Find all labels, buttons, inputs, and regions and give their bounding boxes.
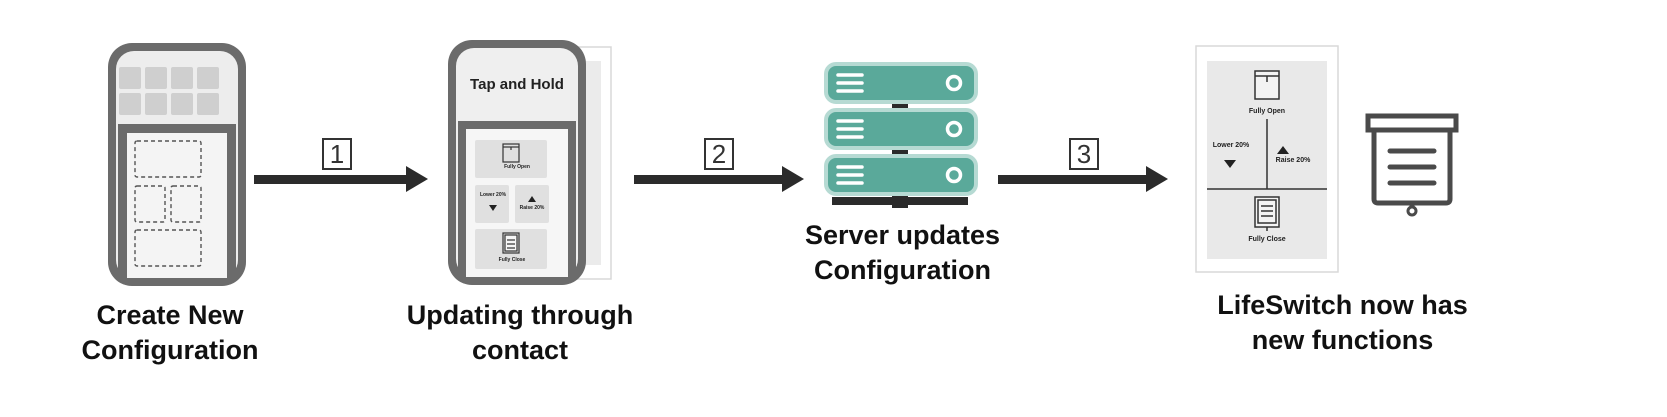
arrow-head-icon (1146, 166, 1168, 192)
server-icon (824, 62, 978, 208)
phone2-lower-label: Lower 20% (479, 192, 507, 198)
arrow-right-icon (254, 175, 410, 184)
step3-caption: Server updates Configuration (790, 218, 1015, 288)
panel-lower-label: Lower 20% (1212, 142, 1250, 149)
lifeswitch-panel-illustration (1195, 45, 1339, 273)
step4-caption-line2: new functions (1251, 325, 1434, 355)
arrow-head-icon (782, 166, 804, 192)
phone2-fully-open-label: Fully Open (504, 164, 530, 170)
step4-caption-line1: LifeSwitch now has (1217, 290, 1468, 320)
panel-fully-close-label: Fully Close (1248, 236, 1286, 243)
phone-update-illustration (448, 40, 612, 285)
up-triangle-icon (1277, 146, 1289, 154)
phone-create-config-illustration (108, 43, 246, 286)
arrow-right-icon (998, 175, 1148, 184)
fully-open-blind-icon (502, 143, 520, 163)
fully-open-blind-icon (1254, 70, 1280, 100)
blind-icon (1365, 113, 1459, 217)
arrow-head-icon (406, 166, 428, 192)
phone2-fully-close-label: Fully Close (498, 257, 526, 263)
tap-and-hold-heading: Tap and Hold (470, 76, 564, 93)
down-triangle-icon (1224, 160, 1236, 168)
step1-caption: Create New Configuration (60, 298, 280, 368)
step1-caption-line1: Create New (96, 300, 244, 330)
step-number-2: 2 (704, 138, 734, 170)
fully-close-blind-icon (1254, 196, 1280, 231)
panel-fully-open-label: Fully Open (1248, 108, 1286, 115)
arrow-right-icon (634, 175, 786, 184)
step4-caption: LifeSwitch now has new functions (1200, 288, 1485, 358)
down-triangle-icon (489, 205, 497, 211)
step3-caption-line2: Configuration (814, 255, 991, 285)
phone2-raise-label: Raise 20% (519, 205, 545, 211)
fully-close-blind-icon (502, 232, 520, 254)
up-triangle-icon (528, 196, 536, 202)
step-number-1: 1 (322, 138, 352, 170)
step2-caption-line2: contact (471, 335, 569, 365)
step1-caption-line2: Configuration (81, 335, 259, 365)
panel-raise-label: Raise 20% (1275, 157, 1311, 164)
step2-caption: Updating through contact (400, 298, 640, 368)
step3-caption-line1: Server updates (804, 220, 1001, 250)
step2-caption-line1: Updating through (406, 300, 634, 330)
step-number-3: 3 (1069, 138, 1099, 170)
